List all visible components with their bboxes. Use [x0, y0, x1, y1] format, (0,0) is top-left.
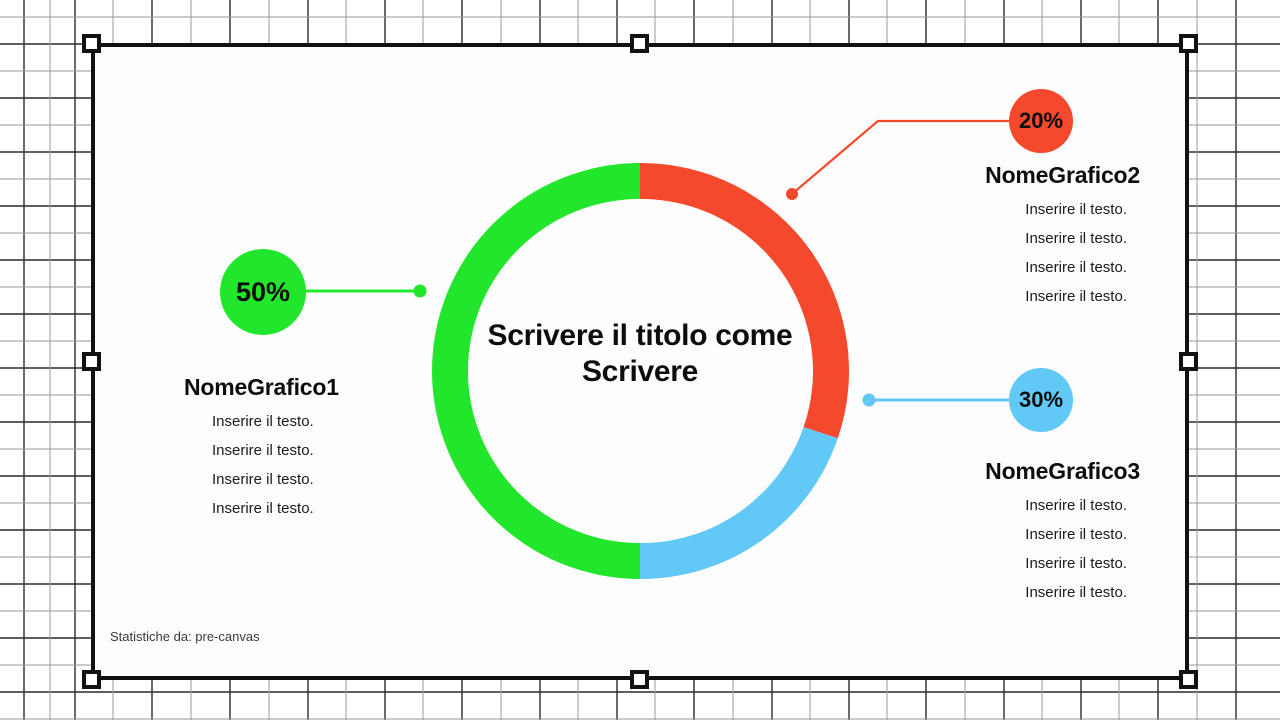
legend-body-line[interactable]: Inserire il testo. [1025, 584, 1127, 601]
donut-hole [468, 199, 812, 543]
legend-body-line[interactable]: Inserire il testo. [1025, 201, 1127, 218]
handle-top-left[interactable] [82, 34, 101, 53]
percent-badge-2[interactable]: 20% [1009, 89, 1073, 153]
handle-top-right[interactable] [1179, 34, 1198, 53]
legend-body-line[interactable]: Inserire il testo. [1025, 497, 1127, 514]
center-title-line-1: Scrivere il titolo come [487, 319, 793, 352]
handle-middle-left[interactable] [82, 352, 101, 371]
handle-bottom-center[interactable] [630, 670, 649, 689]
legend-body-line[interactable]: Inserire il testo. [1025, 555, 1127, 572]
donut-segment-1[interactable] [432, 163, 640, 579]
legend-body-line[interactable]: Inserire il testo. [1025, 288, 1127, 305]
percent-badge-1[interactable]: 50% [220, 249, 306, 335]
chart-center-title[interactable]: Scrivere il titolo come Scrivere [455, 318, 825, 390]
percent-badge-3[interactable]: 30% [1009, 368, 1073, 432]
donut-segment-3[interactable] [640, 427, 838, 580]
center-title-line-2: Scrivere [581, 355, 699, 388]
legend-body-line[interactable]: Inserire il testo. [212, 413, 314, 430]
source-caption[interactable]: Statistiche da: pre-canvas [110, 629, 260, 644]
legend-body-line[interactable]: Inserire il testo. [212, 442, 314, 459]
legend-body-line[interactable]: Inserire il testo. [1025, 230, 1127, 247]
legend-block-3[interactable]: NomeGrafico3 Inserire il testo. Inserire… [890, 458, 1140, 607]
legend-body-line[interactable]: Inserire il testo. [212, 500, 314, 517]
legend-body-line[interactable]: Inserire il testo. [1025, 259, 1127, 276]
legend-title-1[interactable]: NomeGrafico1 [184, 374, 339, 400]
donut-chart[interactable] [414, 145, 866, 597]
handle-bottom-left[interactable] [82, 670, 101, 689]
legend-title-2[interactable]: NomeGrafico2 [985, 162, 1140, 188]
legend-block-1[interactable]: NomeGrafico1 Inserire il testo. Inserire… [184, 374, 434, 523]
legend-block-2[interactable]: NomeGrafico2 Inserire il testo. Inserire… [890, 162, 1140, 311]
legend-title-3[interactable]: NomeGrafico3 [985, 458, 1140, 484]
handle-top-center[interactable] [630, 34, 649, 53]
donut-segment-2[interactable] [640, 162, 849, 439]
handle-middle-right[interactable] [1179, 352, 1198, 371]
handle-bottom-right[interactable] [1179, 670, 1198, 689]
legend-body-line[interactable]: Inserire il testo. [212, 471, 314, 488]
legend-body-line[interactable]: Inserire il testo. [1025, 526, 1127, 543]
